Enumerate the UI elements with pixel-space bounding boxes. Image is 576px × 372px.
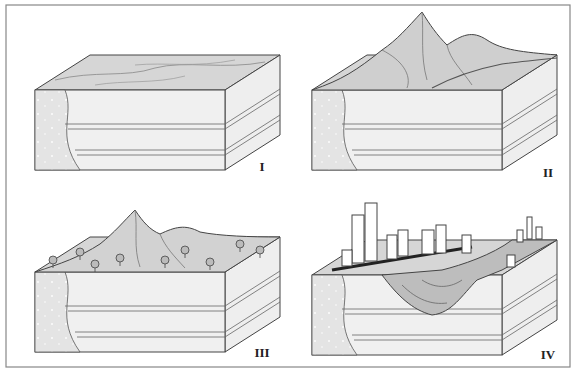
panel-label: III [254, 346, 269, 359]
panel-label: I [259, 160, 264, 173]
panel-label: IV [541, 348, 555, 361]
panel-label: II [543, 166, 553, 179]
